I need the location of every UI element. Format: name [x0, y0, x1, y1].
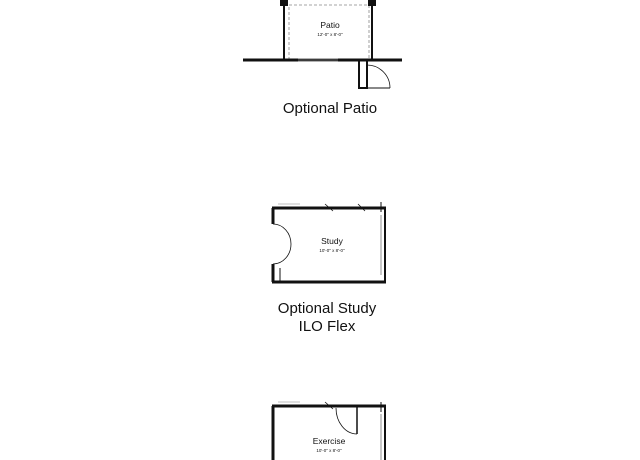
optional-study-caption: Optional Study ILO Flex	[220, 300, 434, 336]
patio-room-name: Patio	[320, 20, 340, 30]
patio-door-swing	[366, 64, 391, 89]
study-room-name: Study	[321, 236, 343, 246]
study-top-door-swing-b	[357, 203, 366, 212]
optional-patio-caption: Optional Patio	[220, 100, 440, 118]
study-top-door-swing-a	[324, 203, 334, 212]
exercise-room-name: Exercise	[313, 436, 346, 446]
study-room-dimensions: 10'-0" x 8'-0"	[319, 248, 345, 253]
exercise-plan: Exercise 10'-0" x 8'-0"	[271, 401, 386, 460]
exercise-room-dimensions: 10'-0" x 8'-0"	[316, 448, 342, 453]
patio-room-dimensions: 12'-0" x 8'-0"	[317, 32, 343, 37]
patio-door-jamb	[358, 59, 368, 89]
study-french-door-swing-upper	[272, 223, 292, 245]
optional-study-caption-line-1: Optional Study	[277, 300, 377, 317]
patio-plan: Patio 12'-0" x 8'-0"	[243, 0, 402, 89]
optional-study-caption-line-2: ILO Flex	[298, 318, 356, 335]
exercise-door-swing	[335, 407, 358, 435]
optional-patio-caption-line: Optional Patio	[282, 100, 378, 117]
study-plan: Study 10'-0" x 8'-0"	[271, 202, 386, 284]
study-french-door-swing-lower	[272, 243, 292, 265]
exercise-top-door-swing	[324, 401, 334, 410]
